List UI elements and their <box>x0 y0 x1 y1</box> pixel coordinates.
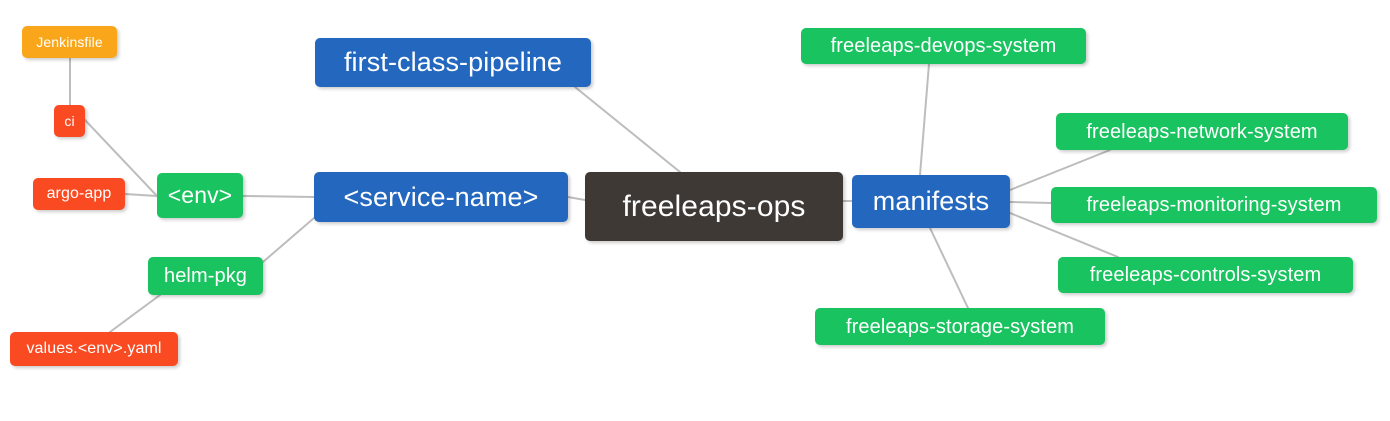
node-label-first-class: first-class-pipeline <box>343 47 563 77</box>
node-first-class[interactable]: first-class-pipeline <box>315 38 591 87</box>
node-manifests[interactable]: manifests <box>852 175 1010 228</box>
edge-manifests-to-monitoring <box>1009 201 1052 204</box>
node-label-monitoring: freeleaps-monitoring-system <box>1086 194 1342 216</box>
node-jenkinsfile[interactable]: Jenkinsfile <box>22 26 117 58</box>
edge-argo-app-to-env <box>124 193 158 197</box>
node-label-argo-app: argo-app <box>46 185 112 202</box>
node-label-freeleaps-ops: freeleaps-ops <box>622 189 806 223</box>
node-label-manifests: manifests <box>872 186 990 216</box>
node-controls[interactable]: freeleaps-controls-system <box>1058 257 1353 293</box>
node-label-service-name: <service-name> <box>343 181 539 212</box>
node-values-yaml[interactable]: values.<env>.yaml <box>10 332 178 366</box>
node-env[interactable]: <env> <box>157 173 243 218</box>
node-label-ci: ci <box>64 113 75 129</box>
node-label-helm-pkg: helm-pkg <box>163 265 248 287</box>
edge-manifests-to-devops <box>919 63 930 176</box>
node-network[interactable]: freeleaps-network-system <box>1056 113 1348 150</box>
node-devops[interactable]: freeleaps-devops-system <box>801 28 1086 64</box>
node-monitoring[interactable]: freeleaps-monitoring-system <box>1051 187 1377 223</box>
node-label-controls: freeleaps-controls-system <box>1089 264 1322 286</box>
edge-manifests-to-network <box>1009 149 1111 191</box>
node-ci[interactable]: ci <box>54 105 85 137</box>
node-argo-app[interactable]: argo-app <box>33 178 125 210</box>
node-label-network: freeleaps-network-system <box>1086 120 1318 143</box>
edge-service-name-to-freeleaps-ops <box>567 196 586 201</box>
edge-first-class-to-freeleaps-ops <box>574 86 681 173</box>
node-label-env: <env> <box>167 182 233 208</box>
node-label-values-yaml: values.<env>.yaml <box>26 340 162 357</box>
node-freeleaps-ops[interactable]: freeleaps-ops <box>585 172 843 241</box>
node-label-jenkinsfile: Jenkinsfile <box>36 34 103 50</box>
node-label-storage: freeleaps-storage-system <box>845 315 1075 338</box>
node-helm-pkg[interactable]: helm-pkg <box>148 257 263 295</box>
edge-helm-pkg-to-values-yaml <box>109 294 161 333</box>
edge-env-to-service-name <box>242 195 315 198</box>
node-label-devops: freeleaps-devops-system <box>830 35 1057 57</box>
node-service-name[interactable]: <service-name> <box>314 172 568 222</box>
edge-manifests-to-storage <box>929 227 969 309</box>
edge-service-name-to-helm-pkg <box>262 217 315 263</box>
node-storage[interactable]: freeleaps-storage-system <box>815 308 1105 345</box>
